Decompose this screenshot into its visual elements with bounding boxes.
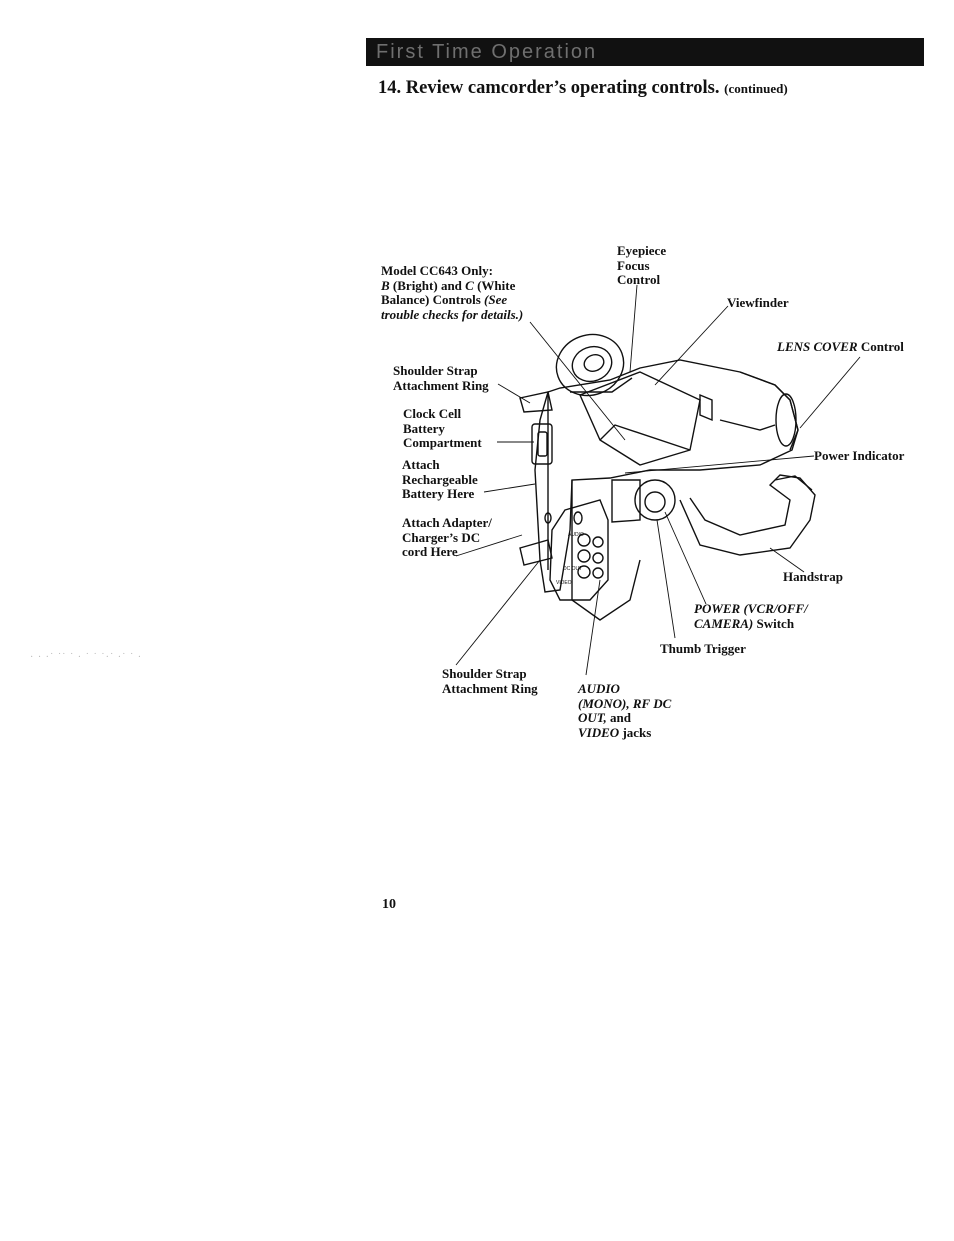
banner-text: First Time Operation — [376, 41, 598, 63]
jack-label-video: VIDEO — [556, 580, 572, 586]
label-viewfinder: Viewfinder — [727, 295, 789, 310]
label-handstrap: Handstrap — [783, 569, 843, 584]
eyepiece — [555, 333, 625, 397]
page-heading: 14. Review camcorder’s operating control… — [378, 78, 788, 99]
dc-out-jack — [577, 549, 591, 563]
thumb-trigger — [644, 491, 666, 513]
label-shoulder-strap-bottom: Shoulder Strap Attachment Ring — [442, 666, 538, 696]
camcorder-body — [534, 359, 799, 593]
heading-suffix: (continued) — [724, 81, 788, 96]
label-model-note: Model CC643 Only: B (Bright) and C (Whit… — [381, 263, 524, 322]
section-banner: First Time Operation — [366, 38, 924, 66]
label-clock-cell: Clock Cell Battery Compartment — [403, 406, 482, 450]
label-jacks: AUDIO (MONO), RF DC OUT, and VIDEO jacks — [578, 681, 672, 740]
label-shoulder-strap-top: Shoulder Strap Attachment Ring — [393, 363, 489, 393]
label-power-indicator: Power Indicator — [814, 448, 905, 463]
jack-panel — [549, 499, 609, 601]
lens-front — [775, 393, 797, 447]
heading-title: 14. Review camcorder’s operating control… — [378, 78, 720, 98]
viewfinder-housing — [579, 371, 701, 466]
video-jack — [577, 565, 591, 579]
label-eyepiece-focus: Eyepiece Focus Control — [617, 243, 667, 287]
label-adapter: Attach Adapter/ Charger’s DC cord Here — [402, 515, 492, 559]
power-switch — [634, 479, 676, 521]
page-number: 10 — [382, 897, 396, 912]
audio-jack — [577, 533, 591, 547]
label-thumb-trigger: Thumb Trigger — [660, 641, 746, 656]
scan-artifact: · · ·˙ ˙˙ ˙ · ˙ ˙ ˙·˙ ·˙ ˙ · — [30, 652, 143, 663]
label-lens-cover: LENS COVER Control — [777, 339, 904, 354]
jack-label-dc-out: DC OUT — [563, 566, 582, 572]
clock-battery-compartment — [531, 423, 553, 465]
handstrap — [679, 474, 816, 556]
label-battery: Attach Rechargeable Battery Here — [402, 457, 478, 501]
jack-label-audio: AUDIO — [568, 532, 584, 538]
label-power-switch: POWER (VCR/OFF/ CAMERA) Switch — [694, 601, 808, 631]
